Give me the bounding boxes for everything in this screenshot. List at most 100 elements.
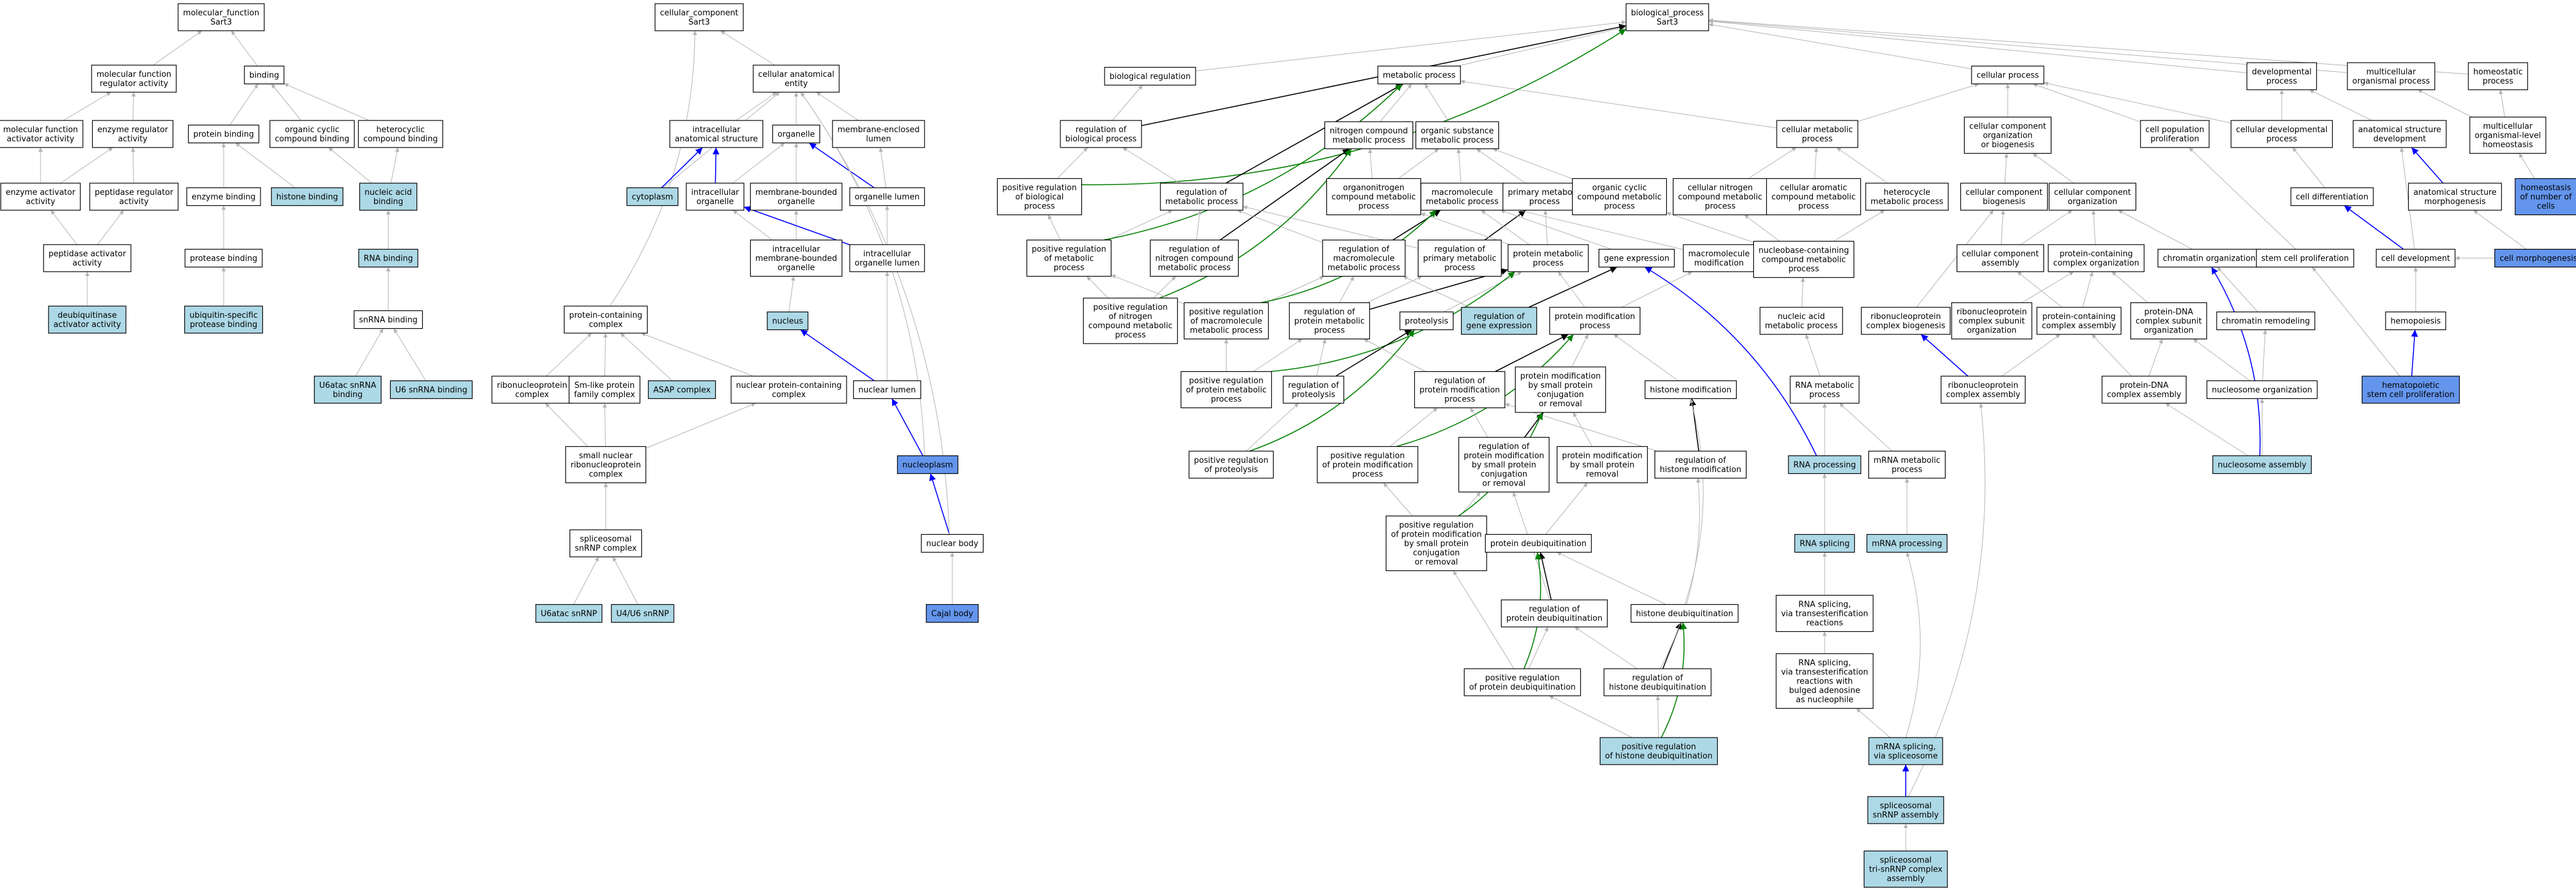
- term-node-proteolysis[interactable]: proteolysis: [1400, 311, 1454, 331]
- term-node-snrnabind[interactable]: snRNA binding: [353, 310, 423, 329]
- term-node-nucleoorg[interactable]: nucleosome organization: [2206, 380, 2318, 400]
- term-node-rnasplice[interactable]: RNA splicing: [1794, 534, 1855, 553]
- term-node-nucleoplasm[interactable]: nucleoplasm: [897, 455, 958, 475]
- term-node-histbind[interactable]: histone binding: [271, 187, 343, 207]
- term-node-chromrem[interactable]: chromatin remodeling: [2216, 311, 2316, 331]
- term-node-u6b[interactable]: U6 snRNA binding: [390, 380, 473, 400]
- term-node-metproc[interactable]: metabolic process: [1377, 65, 1461, 85]
- term-node-histdeub[interactable]: histone deubiquitination: [1631, 604, 1739, 623]
- term-node-organelle[interactable]: organelle: [772, 124, 820, 144]
- term-node-protbind[interactable]: protein binding: [187, 124, 260, 144]
- term-node-cdiff[interactable]: cell differentiation: [2290, 187, 2374, 207]
- term-node-u4u6[interactable]: U4/U6 snRNP: [611, 604, 675, 623]
- term-node-cellproc[interactable]: cellular process: [1971, 65, 2045, 85]
- term-node-chromorg[interactable]: chromatin organization: [2157, 248, 2261, 268]
- term-node-cajal[interactable]: Cajal body: [926, 604, 979, 623]
- term-node-mrnasplice[interactable]: mRNA splicing,via spliceosome: [1868, 737, 1943, 765]
- term-node-cellmorph[interactable]: cell morphogenesis: [2494, 248, 2576, 268]
- term-node-celldev[interactable]: cell development: [2376, 248, 2456, 268]
- term-node-nbody[interactable]: nuclear body: [920, 534, 984, 553]
- term-node-histmod[interactable]: histone modification: [1645, 380, 1737, 400]
- term-node-asap[interactable]: ASAP complex: [648, 380, 716, 400]
- term-node-nucassem[interactable]: nucleosome assembly: [2212, 455, 2312, 475]
- term-node-orglumen[interactable]: organelle lumen: [849, 187, 925, 207]
- term-node-mrnaproc[interactable]: mRNA processing: [1866, 534, 1948, 553]
- term-node-binding[interactable]: binding: [244, 65, 284, 85]
- term-node-u6atac[interactable]: U6atac snRNP: [535, 604, 603, 623]
- term-node-stemprol[interactable]: stem cell proliferation: [2256, 248, 2354, 268]
- term-node-protebind[interactable]: protease binding: [184, 248, 263, 268]
- term-node-geneexp[interactable]: gene expression: [1599, 248, 1675, 268]
- term-node-rnabind[interactable]: RNA binding: [358, 248, 418, 268]
